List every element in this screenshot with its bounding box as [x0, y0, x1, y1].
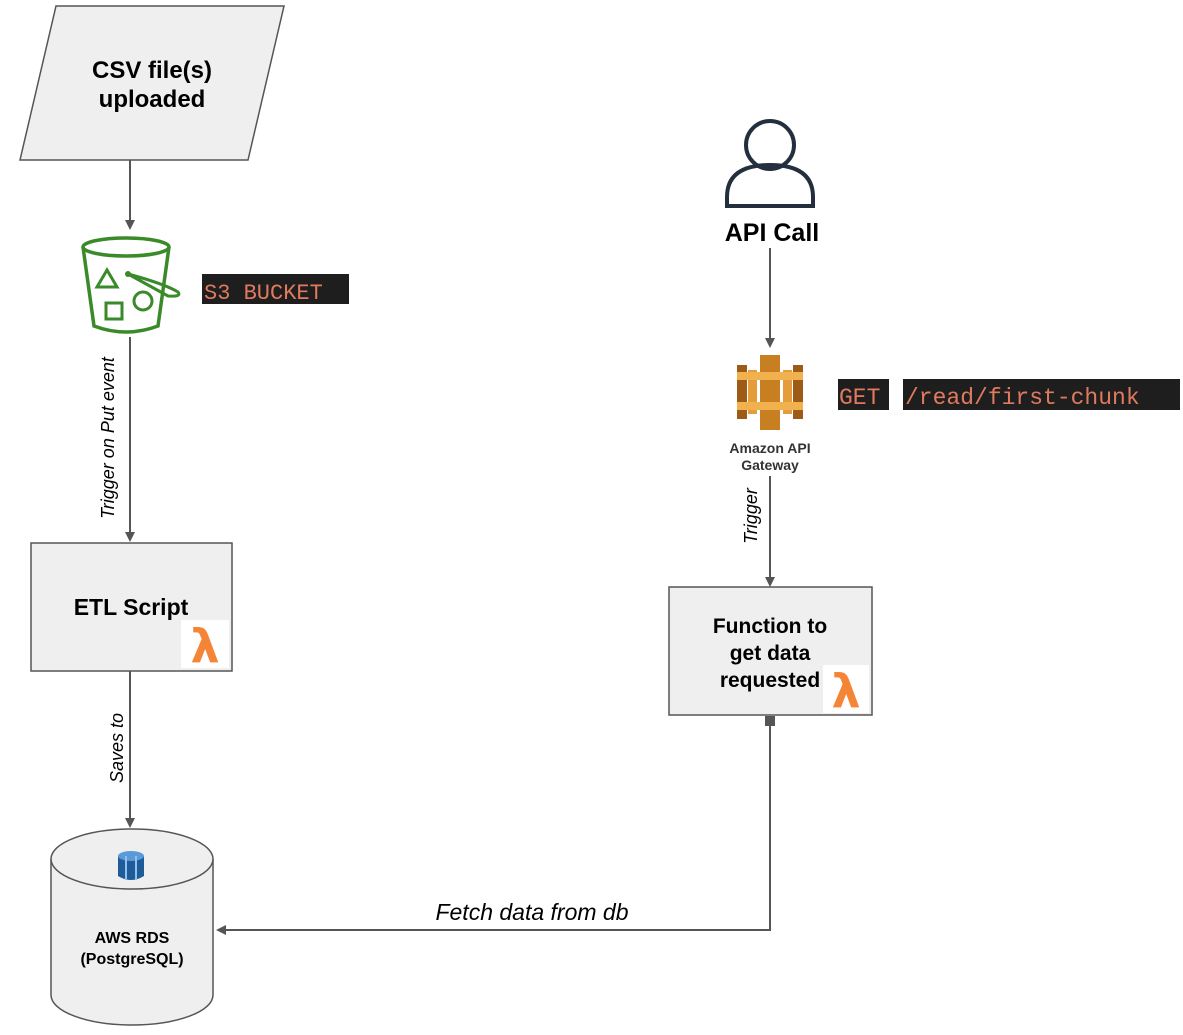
- api-call-label: API Call: [725, 219, 819, 247]
- edge-start-marker: [765, 716, 775, 726]
- s3-bucket-tag-text: S3 BUCKET: [204, 281, 323, 306]
- lambda-icon: λ: [181, 619, 229, 673]
- function-line2: get data: [730, 642, 811, 665]
- edge-function-to-rds: [216, 722, 771, 935]
- route-method-tag: GET: [838, 379, 889, 411]
- edge-label-trigger: Trigger: [741, 487, 761, 544]
- s3-bucket-tag: S3 BUCKET: [202, 274, 349, 306]
- route-path-tag: /read/first-chunk: [903, 379, 1180, 411]
- rds-database-icon: [118, 851, 144, 880]
- lambda-glyph: λ: [190, 619, 219, 673]
- etl-script-label: ETL Script: [74, 594, 189, 620]
- edge-label-saves-to: Saves to: [107, 713, 127, 783]
- route-method-text: GET: [839, 385, 880, 411]
- rds-line1: AWS RDS: [95, 930, 170, 947]
- edge-label-fetch-data: Fetch data from db: [435, 899, 628, 925]
- function-line3: requested: [720, 669, 820, 692]
- user-icon: [725, 119, 815, 208]
- lambda-glyph: λ: [831, 664, 860, 718]
- lambda-icon: λ: [823, 664, 869, 718]
- csv-upload-line1: CSV file(s): [92, 57, 212, 84]
- s3-bucket-icon: [81, 236, 181, 334]
- edge-label-trigger-on-put: Trigger on Put event: [98, 356, 118, 519]
- function-line1: Function to: [713, 615, 827, 638]
- gateway-label-line2: Gateway: [741, 457, 799, 473]
- csv-upload-node: CSV file(s) uploaded: [19, 5, 285, 161]
- csv-upload-line2: uploaded: [99, 86, 206, 113]
- route-path-text: /read/first-chunk: [905, 385, 1140, 411]
- rds-line2: (PostgreSQL): [80, 951, 183, 968]
- gateway-label-line1: Amazon API: [729, 440, 810, 456]
- api-gateway-icon: [737, 355, 803, 430]
